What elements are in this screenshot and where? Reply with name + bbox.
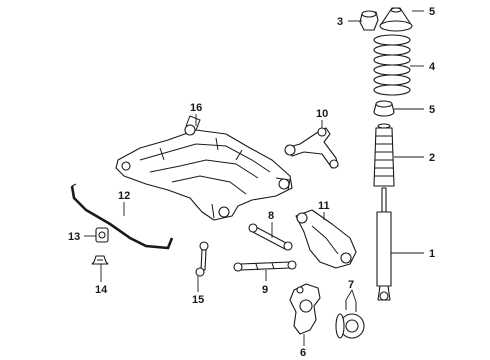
callout-5-upper: 5 — [429, 6, 435, 18]
mount-part-3 — [359, 10, 379, 31]
callout-15: 15 — [192, 294, 204, 306]
callout-16: 16 — [190, 102, 202, 114]
stabilizer-bar-part-12 — [70, 183, 174, 250]
spring-seat-part-5-upper — [379, 7, 413, 32]
subframe-part-16 — [115, 115, 293, 221]
callout-10: 10 — [316, 108, 328, 120]
clamp-part-14 — [91, 255, 109, 265]
link-part-8 — [248, 223, 293, 251]
callout-8: 8 — [268, 210, 274, 222]
coil-spring-part-4 — [373, 34, 411, 96]
upper-arm-part-10 — [284, 127, 339, 169]
callout-12: 12 — [118, 190, 130, 202]
lower-arm-part-11 — [295, 209, 357, 269]
knuckle-part-6 — [289, 283, 321, 335]
stabilizer-link-part-15 — [195, 241, 209, 277]
link-part-9 — [233, 260, 297, 272]
callout-4: 4 — [429, 61, 436, 73]
leader-lines — [84, 10, 424, 346]
callout-14: 14 — [95, 284, 108, 296]
callout-3: 3 — [337, 16, 343, 28]
callout-6: 6 — [300, 347, 306, 359]
shock-absorber-part-1 — [376, 187, 392, 301]
spring-seat-part-5-lower — [373, 100, 395, 117]
dust-boot-part-2 — [373, 123, 395, 187]
callout-7: 7 — [348, 279, 354, 291]
callout-2: 2 — [429, 152, 435, 164]
bushing-part-13 — [95, 227, 109, 243]
callout-9: 9 — [262, 284, 268, 296]
callout-1: 1 — [429, 248, 435, 260]
callout-13: 13 — [68, 231, 80, 243]
callout-labels: 1 2 3 4 5 5 6 7 8 9 10 11 12 13 14 15 16 — [68, 6, 436, 359]
hub-part-7 — [335, 300, 365, 339]
callout-11: 11 — [318, 200, 330, 212]
callout-5-lower: 5 — [429, 104, 435, 116]
